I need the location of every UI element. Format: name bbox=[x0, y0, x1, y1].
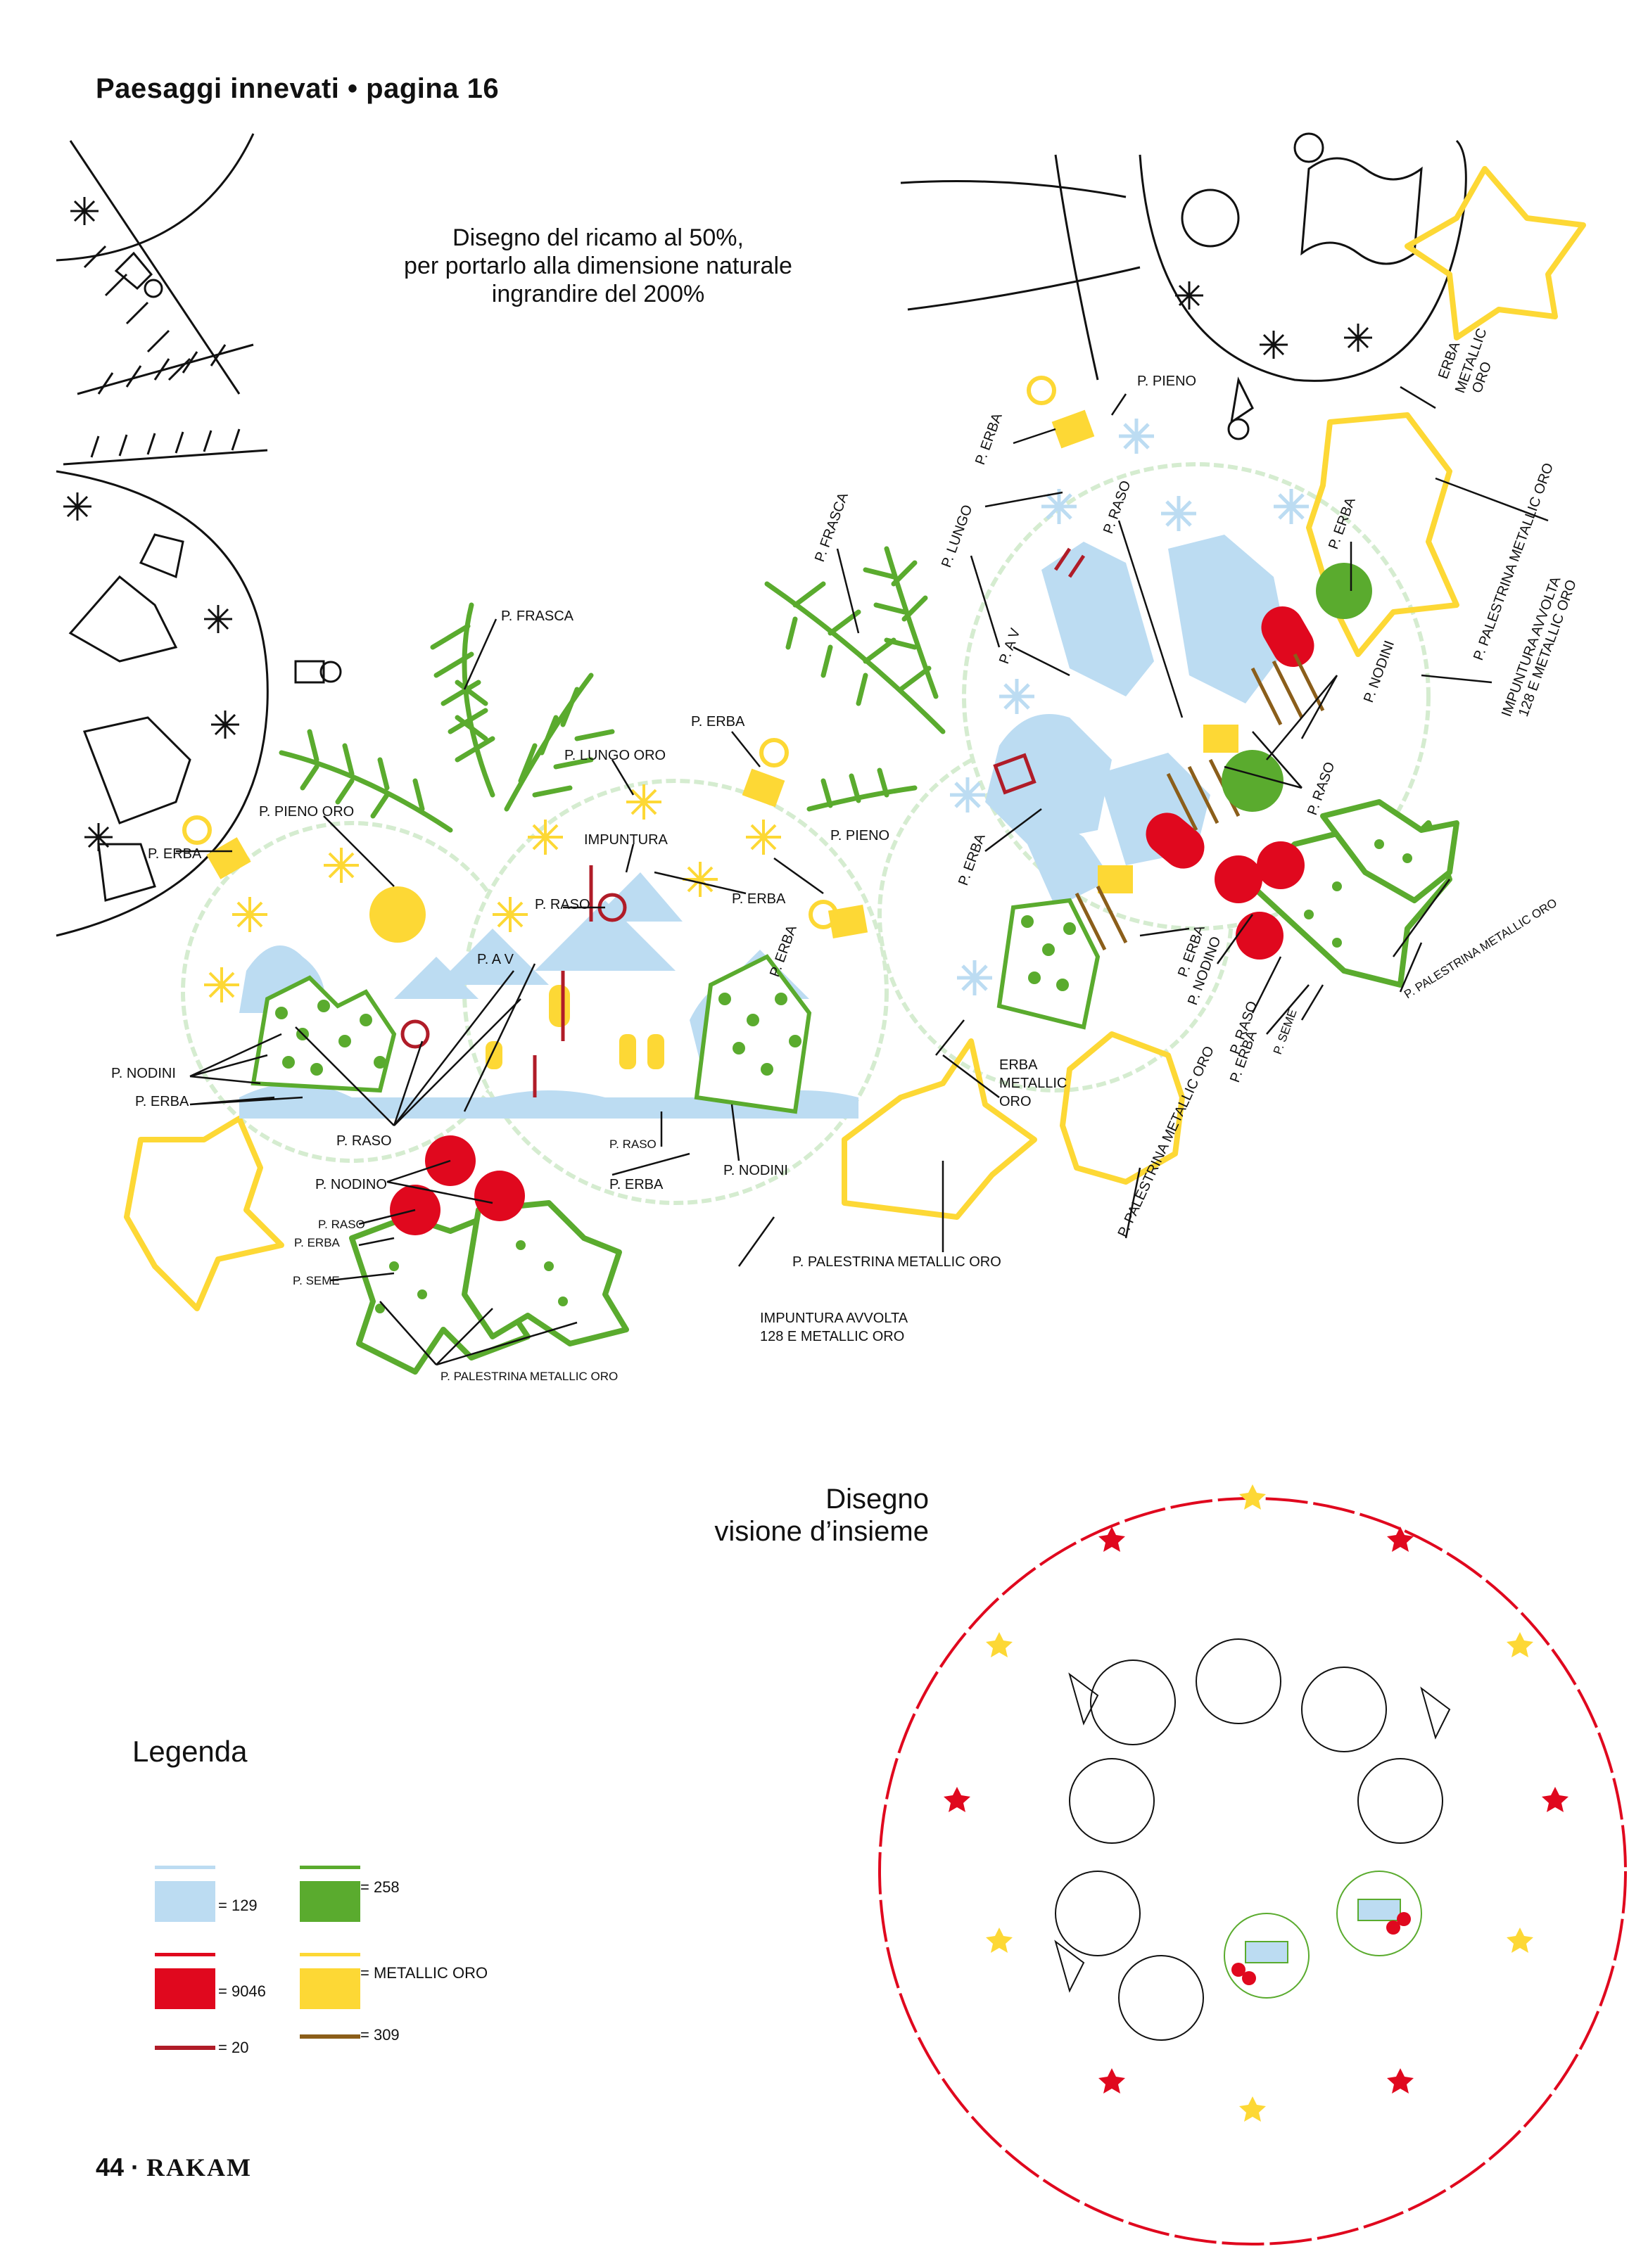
label-p-palestrina-bottom: P. PALESTRINA METALLIC ORO bbox=[440, 1370, 618, 1383]
overview-doily bbox=[878, 1484, 1627, 2245]
label-p-pieno-oro: P. PIENO ORO bbox=[259, 804, 354, 820]
green-tree-dots bbox=[275, 915, 1076, 1076]
outline-fern-strokes bbox=[83, 245, 241, 458]
label-p-lungo: P. LUNGO bbox=[939, 503, 975, 570]
legend-item-258: = 258 bbox=[300, 1866, 400, 1922]
green-berry-clusters bbox=[1222, 563, 1372, 812]
legend-value: = 258 bbox=[360, 1878, 400, 1896]
red-details bbox=[400, 547, 1086, 1097]
label-p-palestrina-mid: P. PALESTRINA METALLIC ORO bbox=[792, 1254, 1001, 1270]
ornament-caps bbox=[206, 409, 1095, 939]
legend-item-metallic-oro: = METALLIC ORO bbox=[300, 1953, 488, 2009]
legend-value: = 129 bbox=[218, 1897, 258, 1914]
magazine-brand: RAKAM bbox=[146, 2153, 253, 2181]
blue-scene-right bbox=[985, 535, 1288, 907]
label-erba-metallic-2: METALLIC bbox=[999, 1076, 1067, 1091]
holly-dots bbox=[375, 839, 1412, 1313]
label-p-pieno: P. PIENO bbox=[830, 828, 889, 843]
outline-snowflakes-right bbox=[1175, 281, 1372, 359]
legend-value: = METALLIC ORO bbox=[360, 1964, 488, 1982]
label-p-frasca-2: P. FRASCA bbox=[812, 490, 851, 564]
label-impuntura: IMPUNTURA bbox=[584, 832, 668, 848]
label-p-erba-top: P. ERBA bbox=[691, 714, 745, 730]
red-mittens bbox=[1146, 606, 1314, 869]
outline-ornaments-left bbox=[56, 133, 342, 937]
gold-sparkles bbox=[204, 784, 781, 1002]
label-p-nodini-2: P. NODINI bbox=[723, 1163, 788, 1178]
legend-item-9046: = 9046 bbox=[155, 1953, 266, 2009]
legend-value: = 309 bbox=[360, 2026, 400, 2044]
label-erba-metallic-1: ERBA bbox=[999, 1057, 1038, 1073]
label-p-raso-small: P. RASO bbox=[609, 1138, 657, 1151]
label-p-raso-3: P. RASO bbox=[318, 1218, 365, 1231]
label-p-erba-3: P. ERBA bbox=[135, 1094, 189, 1109]
snowflakes-blue bbox=[950, 419, 1309, 995]
label-p-seme-left: P. SEME bbox=[293, 1274, 340, 1287]
label-impuntura-avvolta-2: 128 E METALLIC ORO bbox=[760, 1329, 904, 1344]
overview-title: Disegno visione d’insieme bbox=[676, 1483, 929, 1548]
legend-item-20: = 20 bbox=[155, 2039, 248, 2056]
label-p-erba-rot-1: P. ERBA bbox=[972, 411, 1006, 467]
label-p-lungo-oro: P. LUNGO ORO bbox=[564, 748, 666, 763]
label-p-erba-left: P. ERBA bbox=[148, 846, 202, 862]
label-p-erba-4: P. ERBA bbox=[609, 1177, 664, 1192]
outline-ornaments-right bbox=[900, 132, 1467, 440]
label-p-frasca-1: P. FRASCA bbox=[501, 609, 574, 624]
gold-sun bbox=[369, 886, 426, 943]
legend: = 129 = 9046 = 20 = 258 = METALLIC ORO =… bbox=[155, 1866, 488, 2056]
label-erba-metallic-3: ORO bbox=[999, 1094, 1032, 1109]
leader-lines bbox=[176, 386, 1549, 1366]
label-p-raso-2: P. RASO bbox=[336, 1133, 392, 1149]
label-p-nodini-left: P. NODINI bbox=[111, 1066, 176, 1081]
legend-value: = 20 bbox=[218, 2039, 248, 2056]
green-fronds bbox=[279, 546, 946, 833]
legend-item-129: = 129 bbox=[155, 1866, 258, 1922]
scale-note-line: ingrandire del 200% bbox=[491, 281, 705, 307]
page-header: Paesaggi innevati • pagina 16 bbox=[96, 73, 500, 104]
label-p-erba-2: P. ERBA bbox=[732, 891, 786, 907]
label-p-raso-1: P. RASO bbox=[535, 897, 590, 912]
legend-value: = 9046 bbox=[218, 1982, 266, 2000]
page-footer: 44 · RAKAM bbox=[96, 2153, 252, 2182]
label-p-pieno-right: P. PIENO bbox=[1137, 374, 1196, 389]
legend-item-309: = 309 bbox=[300, 2026, 400, 2044]
label-p-seme-rot: P. SEME bbox=[1271, 1007, 1300, 1056]
holly-leaves bbox=[349, 799, 1459, 1375]
label-impuntura-avvolta-1: IMPUNTURA AVVOLTA bbox=[760, 1311, 908, 1326]
gold-stars bbox=[124, 166, 1586, 1311]
label-p-erba-5: P. ERBA bbox=[294, 1236, 341, 1249]
sled-strokes bbox=[1075, 653, 1325, 951]
label-p-nodino-left: P. NODINO bbox=[315, 1177, 387, 1192]
outline-snowflakes-left bbox=[63, 197, 239, 851]
page-number: 44 · bbox=[96, 2153, 147, 2181]
overview-title-line: Disegno bbox=[825, 1484, 929, 1515]
ornament-hooks bbox=[182, 376, 1056, 929]
label-p-av-left: P. A V bbox=[477, 952, 514, 967]
overview-title-line: visione d’insieme bbox=[714, 1516, 929, 1547]
scale-note-line: per portarlo alla dimensione naturale bbox=[404, 253, 792, 279]
scale-note-line: Disegno del ricamo al 50%, bbox=[452, 224, 744, 251]
scale-note: Disegno del ricamo al 50%, per portarlo … bbox=[366, 224, 830, 308]
legend-title: Legenda bbox=[132, 1735, 248, 1768]
